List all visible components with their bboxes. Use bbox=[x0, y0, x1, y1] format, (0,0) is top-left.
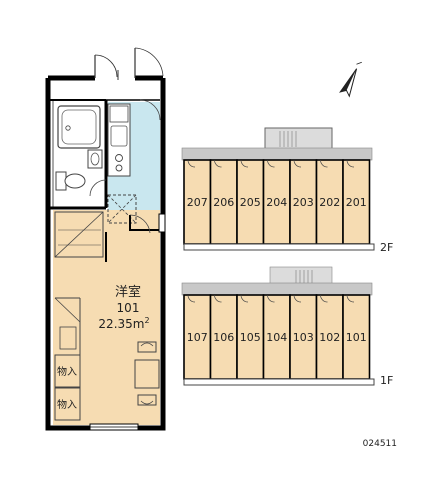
unit-number-label: 203 bbox=[293, 196, 314, 209]
unit-door-101 bbox=[346, 294, 355, 303]
unit-number-label: 202 bbox=[319, 196, 340, 209]
unit-number-label: 103 bbox=[293, 331, 314, 344]
unit-number-label: 201 bbox=[346, 196, 367, 209]
unit-door-106 bbox=[214, 294, 222, 303]
stove-burner-icon bbox=[115, 154, 123, 162]
storage-closet-1 bbox=[54, 354, 81, 388]
north-arrow-icon bbox=[339, 61, 362, 98]
loft-area bbox=[54, 211, 104, 258]
unit-203 bbox=[289, 159, 318, 245]
storage-closet-2 bbox=[54, 387, 81, 421]
unit-number-label: 102 bbox=[319, 331, 340, 344]
unit-207 bbox=[183, 159, 212, 245]
floor-1-label: 1F bbox=[380, 374, 393, 387]
floor-2-label: 2F bbox=[380, 241, 393, 254]
room-area-label: 22.35m2 bbox=[98, 316, 149, 331]
unit-door-201 bbox=[346, 159, 355, 168]
unit-number-label: 204 bbox=[266, 196, 287, 209]
bathtub bbox=[57, 105, 101, 149]
faucet-icon bbox=[65, 125, 71, 131]
building-floor-1: 107 106 105 104 103 102 101 1F bbox=[181, 266, 393, 387]
entrance-floor bbox=[108, 80, 160, 102]
corridor-1f bbox=[181, 282, 373, 296]
storage-label-2: 物入 bbox=[57, 398, 77, 411]
unit-206 bbox=[209, 159, 238, 245]
unit-door-107 bbox=[187, 294, 196, 303]
unit-number-label: 101 bbox=[346, 331, 367, 344]
room-number-label: 101 bbox=[117, 301, 140, 315]
unit-door-104 bbox=[267, 294, 275, 303]
interior-doors bbox=[89, 99, 161, 234]
unit-number-label: 104 bbox=[266, 331, 287, 344]
unit-door-105 bbox=[240, 294, 249, 303]
entrance-door bbox=[94, 47, 164, 80]
stairs-2f bbox=[264, 127, 333, 151]
unit-number-label: 105 bbox=[240, 331, 261, 344]
unit-door-207 bbox=[187, 159, 196, 168]
room-type-label: 洋室 bbox=[115, 284, 141, 300]
stairs-1f bbox=[269, 266, 333, 286]
corridor-2f bbox=[181, 147, 373, 161]
unit-door-206 bbox=[214, 159, 222, 168]
unit-106 bbox=[209, 294, 238, 380]
unit-202 bbox=[315, 159, 344, 245]
storage-label-1: 物入 bbox=[57, 365, 77, 378]
unit-door-103 bbox=[293, 294, 302, 303]
washing-machine-space bbox=[107, 194, 137, 224]
kitchen-sink bbox=[110, 125, 128, 147]
unit-door-102 bbox=[320, 294, 328, 303]
unit-floor-plan: 洋室 101 22.35m2 物入 物入 bbox=[45, 47, 166, 431]
unit-number-label: 205 bbox=[240, 196, 261, 209]
unit-number-label: 106 bbox=[213, 331, 234, 344]
balcony-2f bbox=[183, 243, 375, 251]
property-code: 024511 bbox=[363, 439, 397, 449]
unit-number-label: 206 bbox=[213, 196, 234, 209]
refrigerator-space bbox=[109, 105, 129, 123]
unit-door-203 bbox=[293, 159, 302, 168]
unit-205 bbox=[236, 159, 265, 245]
wash-basin bbox=[87, 149, 103, 169]
unit-door-202 bbox=[320, 159, 328, 168]
balcony-1f bbox=[183, 378, 375, 386]
dining-set bbox=[134, 341, 160, 406]
unit-number-label: 207 bbox=[187, 196, 208, 209]
window-side bbox=[158, 213, 166, 233]
toilet bbox=[55, 171, 86, 191]
unit-number-label: 107 bbox=[187, 331, 208, 344]
building-floor-2: 207 206 205 204 203 202 201 2F bbox=[181, 127, 393, 254]
unit-door-205 bbox=[240, 159, 249, 168]
unit-door-204 bbox=[267, 159, 275, 168]
